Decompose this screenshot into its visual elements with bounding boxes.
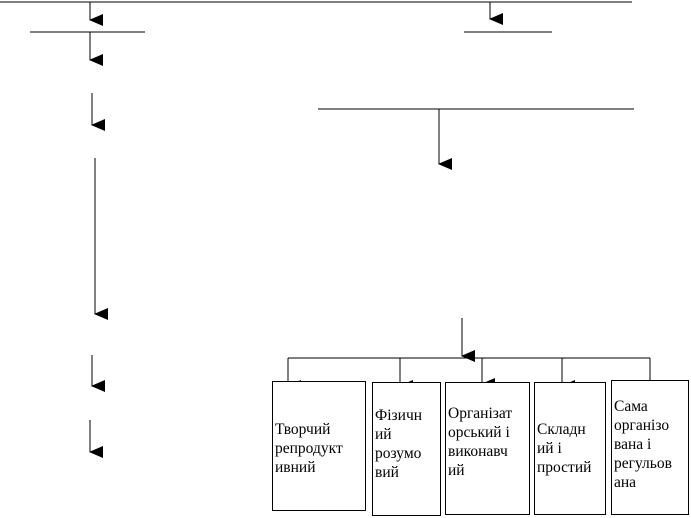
box-organizational: Організат орський і виконавч ий bbox=[445, 382, 530, 515]
box-creative-line-2: репродукт bbox=[275, 440, 343, 457]
box-complex: Складн ий і простий bbox=[534, 382, 606, 515]
box-organizational-line-4: ий bbox=[448, 462, 465, 479]
box-self-organized-line-1: Сама bbox=[614, 398, 648, 415]
box-creative-line-3: ивний bbox=[275, 459, 316, 476]
box-organizational-line-1: Організат bbox=[448, 405, 513, 422]
box-physical-line-3: розумо bbox=[375, 445, 422, 462]
box-self-organized-line-4: регульов bbox=[614, 455, 672, 472]
box-organizational-line-3: виконавч bbox=[448, 443, 508, 460]
box-organizational-line-2: орський і bbox=[448, 424, 510, 441]
box-self-organized-line-3: вана і bbox=[614, 436, 652, 453]
box-physical-line-2: ий bbox=[375, 426, 392, 443]
box-complex-line-2: ий і bbox=[537, 440, 562, 457]
box-complex-line-1: Складн bbox=[537, 421, 586, 438]
box-physical-line-4: вий bbox=[375, 464, 399, 481]
box-self-organized: Сама організо вана і регульов ана bbox=[611, 380, 689, 515]
box-physical: Фізичн ий розумо вий bbox=[372, 382, 441, 516]
box-physical-line-1: Фізичн bbox=[375, 407, 423, 424]
box-self-organized-line-5: ана bbox=[614, 474, 637, 491]
box-creative: Творчий репродукт ивний bbox=[272, 381, 366, 511]
box-self-organized-line-2: організо bbox=[614, 417, 670, 434]
box-complex-line-3: простий bbox=[537, 459, 592, 476]
box-creative-line-1: Творчий bbox=[275, 421, 331, 438]
